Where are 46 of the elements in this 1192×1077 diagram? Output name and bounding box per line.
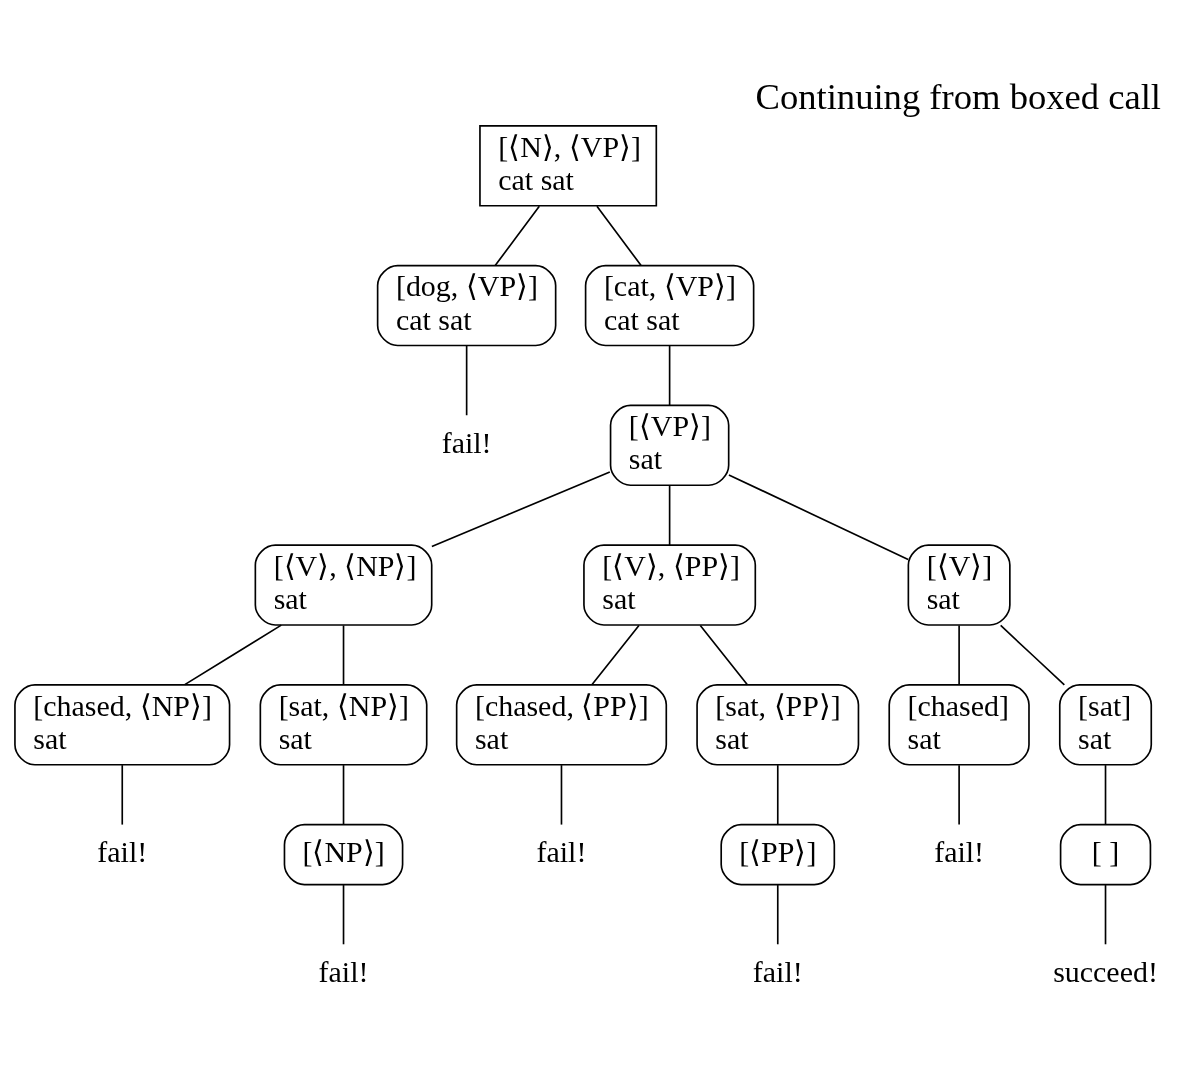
connector <box>958 764 960 826</box>
node-box: [sat, ⟨PP⟩] sat <box>696 684 860 766</box>
node-box: [chased, ⟨NP⟩] sat <box>14 684 231 766</box>
node-text: fail! <box>752 954 803 988</box>
connector <box>183 624 283 686</box>
node-box: [⟨V⟩, ⟨PP⟩] sat <box>583 544 757 626</box>
node-box: [dog, ⟨VP⟩] cat sat <box>376 264 557 347</box>
connector <box>591 624 640 686</box>
connector <box>1104 884 1107 946</box>
node-box: [⟨NP⟩] <box>283 823 404 886</box>
node-box: [⟨VP⟩] sat <box>609 404 730 487</box>
node-text: fail! <box>97 834 148 868</box>
node-box: [chased, ⟨PP⟩] sat <box>455 684 668 766</box>
connector <box>121 764 124 826</box>
connector <box>699 624 749 686</box>
connector <box>958 624 960 686</box>
connector <box>776 884 779 946</box>
node-box: [sat, ⟨NP⟩] sat <box>259 684 428 766</box>
node-box: [⟨V⟩] sat <box>907 544 1011 626</box>
connector <box>431 471 611 548</box>
connector <box>465 345 468 417</box>
connector <box>342 884 345 946</box>
node-text: fail! <box>536 834 587 868</box>
connector <box>776 764 779 826</box>
connector <box>494 205 541 267</box>
connector <box>668 484 671 546</box>
node-text: fail! <box>441 425 492 459</box>
node-box: [⟨N⟩, ⟨VP⟩] cat sat <box>479 125 658 207</box>
connector <box>342 624 345 686</box>
node-box: [⟨PP⟩] <box>720 823 836 886</box>
diagram-title: Continuing from boxed call <box>755 75 1162 117</box>
node-text: fail! <box>318 954 369 988</box>
connector <box>999 624 1066 686</box>
node-box: [cat, ⟨VP⟩] cat sat <box>584 264 755 347</box>
connector <box>342 764 345 826</box>
connector <box>668 345 671 407</box>
connector <box>728 474 909 561</box>
node-box: [⟨V⟩, ⟨NP⟩] sat <box>254 544 433 626</box>
node-text: fail! <box>934 834 985 868</box>
connector <box>596 205 642 267</box>
node-box: [ ] <box>1059 823 1152 886</box>
node-text: succeed! <box>1053 954 1158 988</box>
connector <box>1104 764 1107 826</box>
node-box: [chased] sat <box>888 684 1030 766</box>
node-box: [sat] sat <box>1058 684 1153 766</box>
connector <box>560 764 563 826</box>
